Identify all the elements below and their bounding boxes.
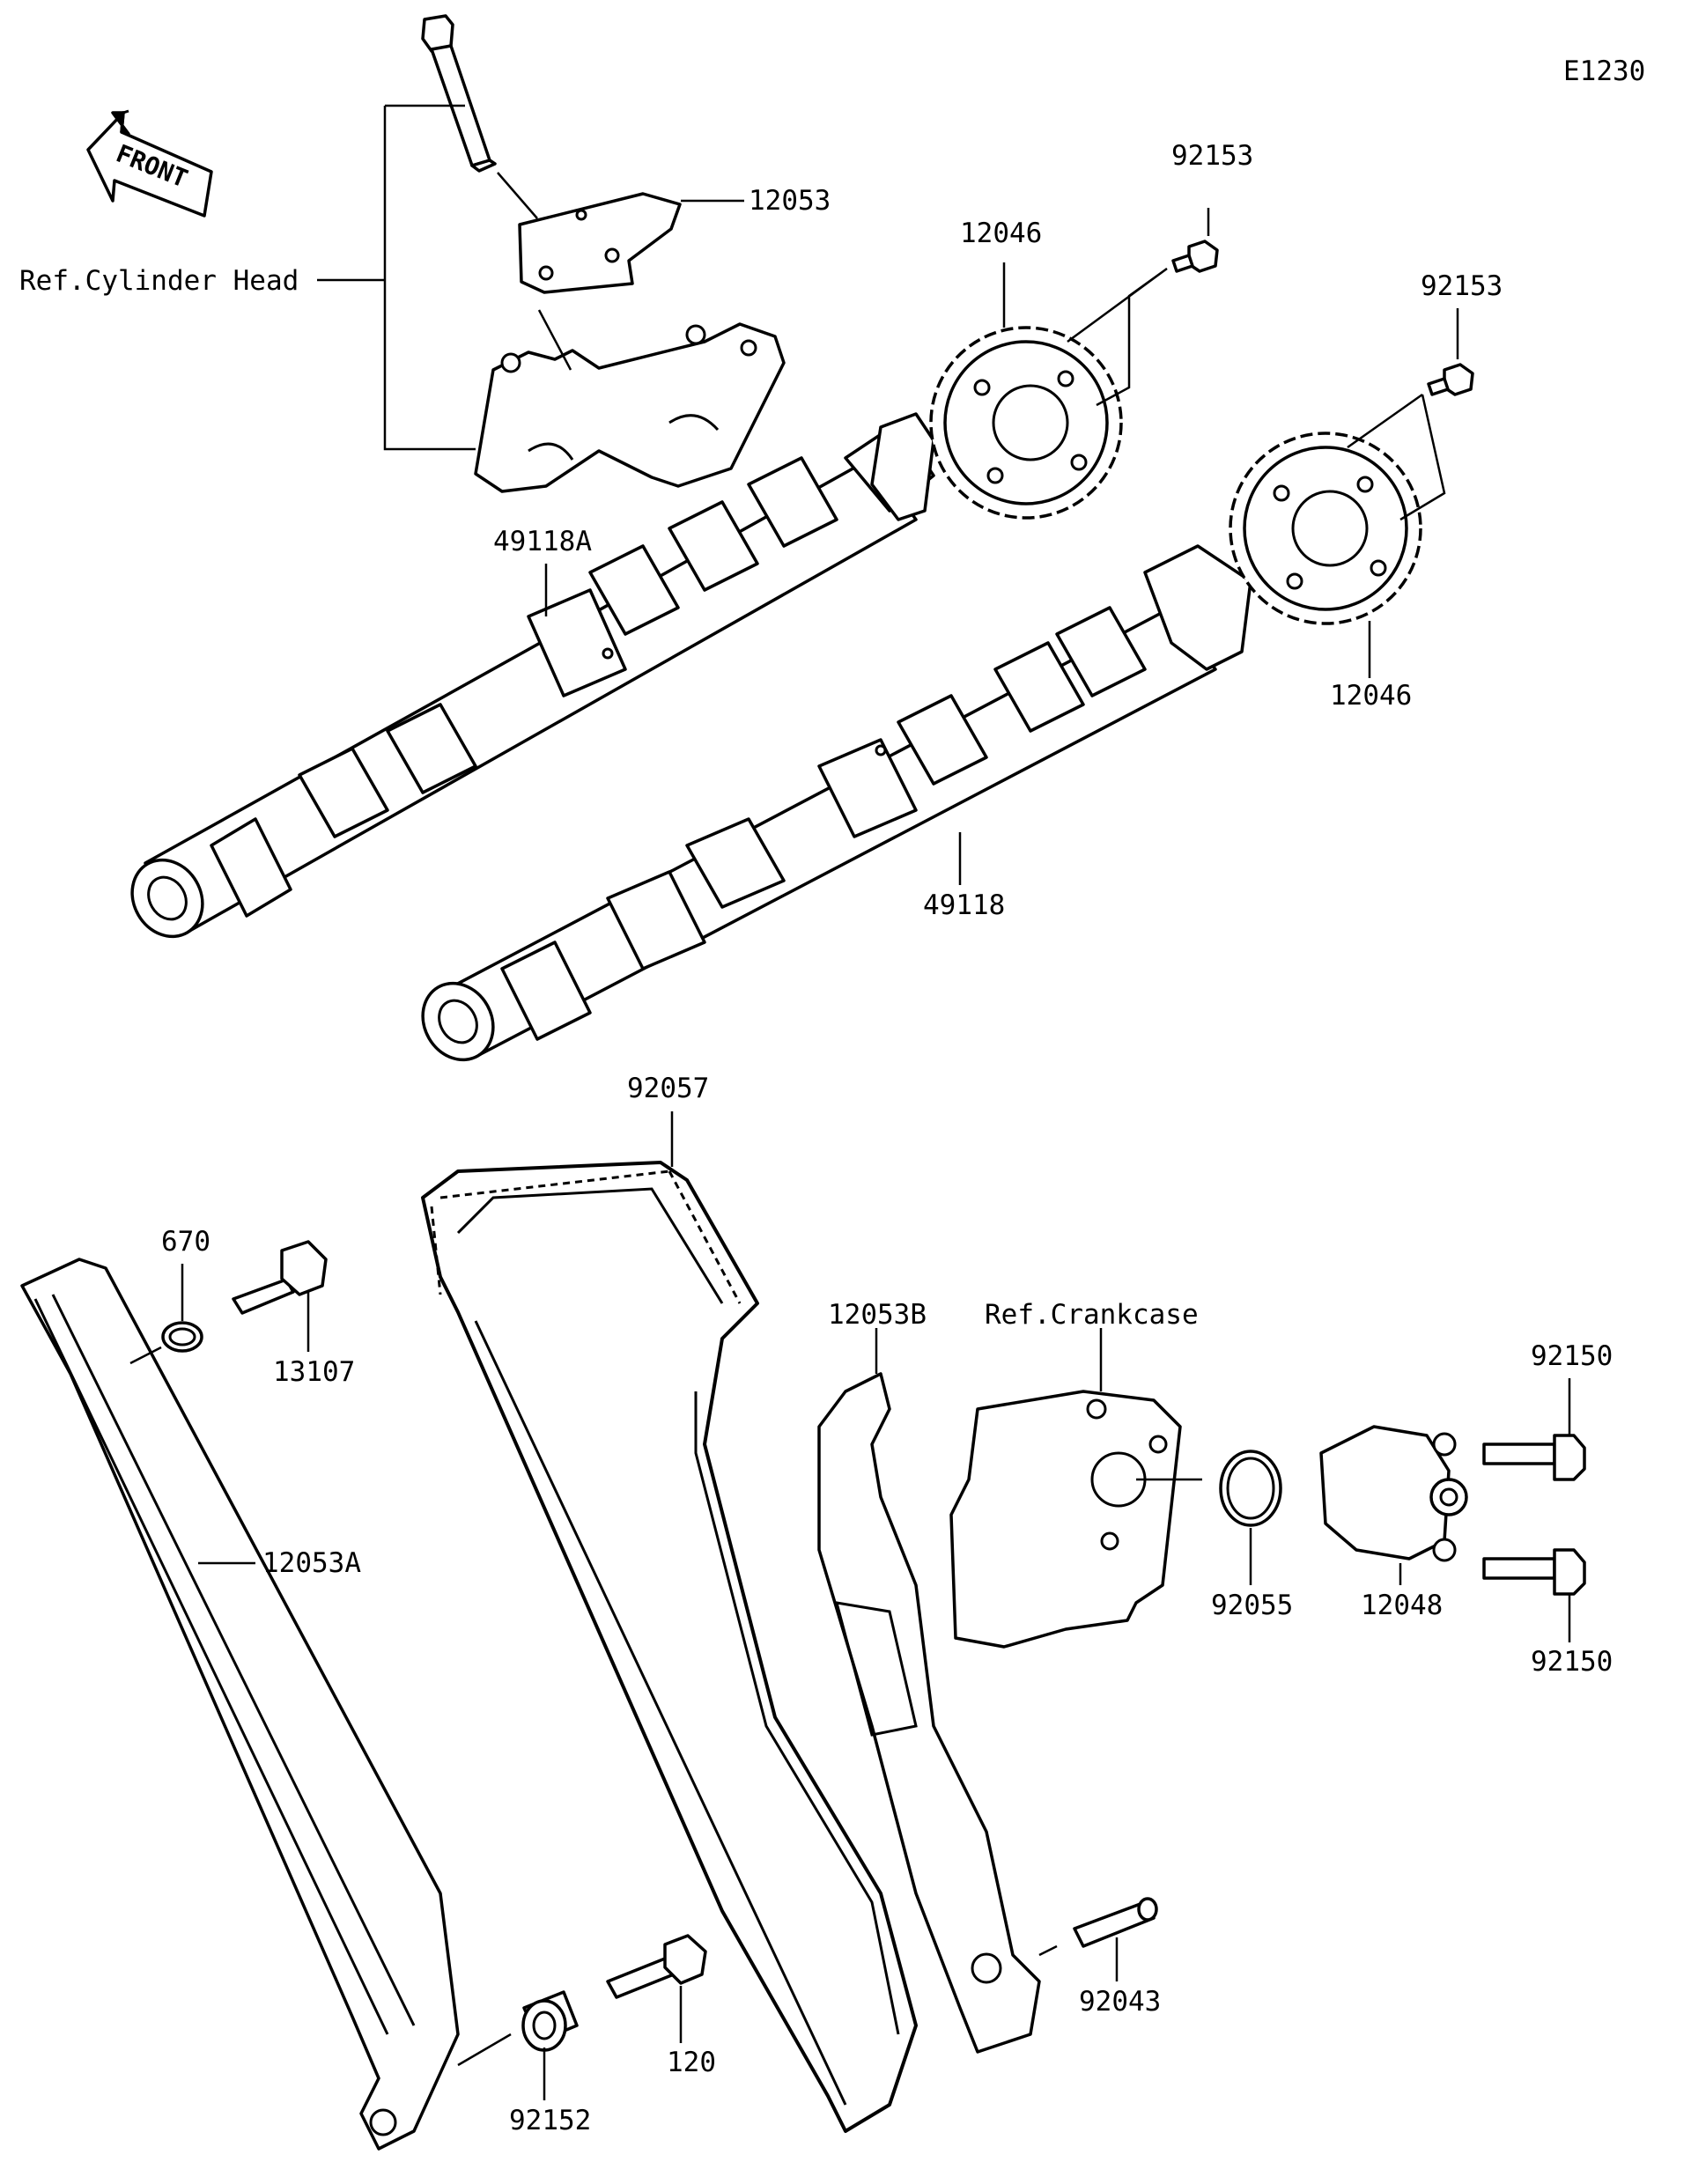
callout-92153-b: 92153 (1421, 270, 1503, 302)
bolt-92153-upper (1171, 240, 1219, 273)
camshaft-49118 (421, 544, 1252, 1062)
cam-sprocket-12046-upper (929, 326, 1123, 520)
chain-tensioner-guide-12053B (817, 1372, 1041, 2054)
callout-49118: 49118 (923, 889, 1006, 921)
front-arrow-icon: FRONT (86, 109, 213, 218)
callout-12053: 12053 (749, 185, 831, 217)
camshaft-49118A (130, 412, 935, 939)
cam-chain-92057 (421, 1161, 918, 2133)
diagram-code: E1230 (1563, 55, 1646, 87)
crankcase-reference (949, 1390, 1182, 1649)
chain-guide-12053A (20, 1258, 460, 2151)
callout-12046-a: 12046 (960, 218, 1043, 249)
callout-12053A: 12053A (262, 1547, 361, 1579)
callout-13107: 13107 (273, 1356, 356, 1388)
callout-12046-b: 12046 (1330, 680, 1413, 712)
cam-bracket-12053 (518, 192, 682, 294)
callout-92150-a: 92150 (1531, 1340, 1613, 1372)
bolt-92150-upper (1482, 1434, 1586, 1481)
callout-92055: 92055 (1211, 1590, 1294, 1621)
chain-tensioner-12048 (1319, 1425, 1468, 1562)
callout-49118A: 49118A (493, 526, 592, 557)
callout-92057: 92057 (627, 1073, 710, 1104)
cam-sprocket-12046-lower (1229, 432, 1422, 625)
pivot-bolt-13107 (232, 1240, 328, 1315)
bolt-120 (606, 1934, 707, 1999)
head-bolt (421, 14, 497, 173)
callout-92152: 92152 (509, 2105, 592, 2136)
pin-92043 (1073, 1897, 1158, 1948)
ref-cylinder-head: Ref.Cylinder Head (19, 265, 299, 297)
o-ring-92055 (1219, 1450, 1282, 1527)
collar-92152 (521, 1990, 579, 2052)
o-ring-670 (161, 1321, 203, 1353)
callout-12053B: 12053B (828, 1299, 927, 1331)
callout-670: 670 (161, 1226, 210, 1258)
ref-crankcase: Ref.Crankcase (985, 1299, 1199, 1331)
bolt-92153-lower (1427, 363, 1474, 396)
callout-120: 120 (667, 2047, 716, 2078)
callout-92043: 92043 (1079, 1986, 1162, 2018)
bolt-92150-lower (1482, 1548, 1586, 1596)
callout-92150-b: 92150 (1531, 1646, 1613, 1678)
cam-holder (474, 322, 786, 493)
callout-92153-a: 92153 (1171, 140, 1254, 172)
callout-12048: 12048 (1361, 1590, 1444, 1621)
